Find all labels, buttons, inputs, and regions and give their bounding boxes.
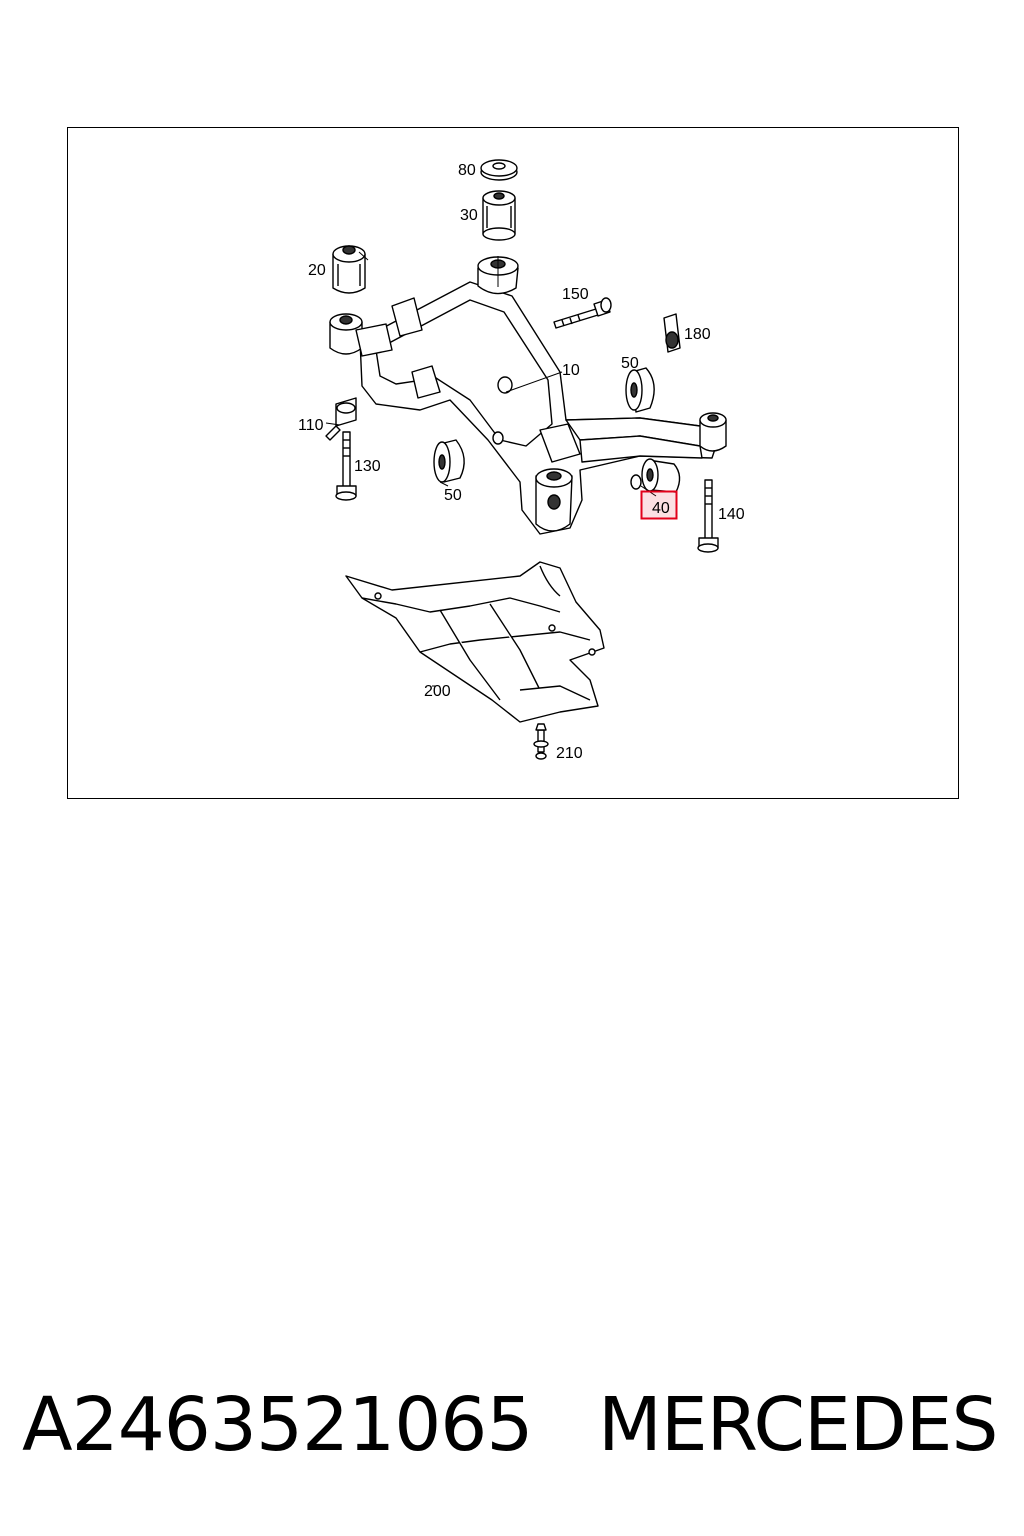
leader-lines <box>325 251 657 687</box>
part-180-bracket <box>663 313 681 353</box>
part-110-bracket <box>325 397 357 441</box>
part-40-bushing[interactable] <box>630 458 681 493</box>
callout-20: 20 <box>308 262 326 279</box>
diagram-border <box>67 127 959 799</box>
part-80-washer <box>480 159 518 181</box>
part-50-bushing-left <box>433 439 465 483</box>
callout-210: 210 <box>556 745 583 762</box>
callout-50-left: 50 <box>444 487 462 504</box>
callout-10: 10 <box>562 362 580 379</box>
part-150-bolt <box>553 297 612 329</box>
callout-50-right: 50 <box>621 355 639 372</box>
part-130-bolt <box>335 431 357 501</box>
part-number: A2463521065 <box>22 1382 533 1468</box>
callout-80: 80 <box>458 162 476 179</box>
callout-110: 110 <box>298 417 324 434</box>
part-140-bolt <box>697 479 719 553</box>
callout-130: 130 <box>354 458 381 475</box>
part-50-bushing-right <box>625 367 655 413</box>
highlight-box-40[interactable] <box>640 490 678 520</box>
product-caption: A2463521065 MERCEDES <box>0 1370 1024 1480</box>
part-210-clip <box>533 723 549 760</box>
part-200-underbody-panel <box>345 561 605 723</box>
callout-40[interactable]: 40 <box>652 500 670 517</box>
part-10-subframe <box>329 256 727 535</box>
part-20-bushing <box>332 245 366 294</box>
callout-140: 140 <box>718 506 745 523</box>
brand-name: MERCEDES <box>598 1382 998 1468</box>
parts-diagram: 80 30 20 150 180 10 50 110 130 50 40 140… <box>67 127 959 799</box>
callout-180: 180 <box>684 326 711 343</box>
callout-30: 30 <box>460 207 478 224</box>
part-30-bushing <box>482 190 516 241</box>
callout-150: 150 <box>562 286 589 303</box>
callout-200: 200 <box>424 683 451 700</box>
